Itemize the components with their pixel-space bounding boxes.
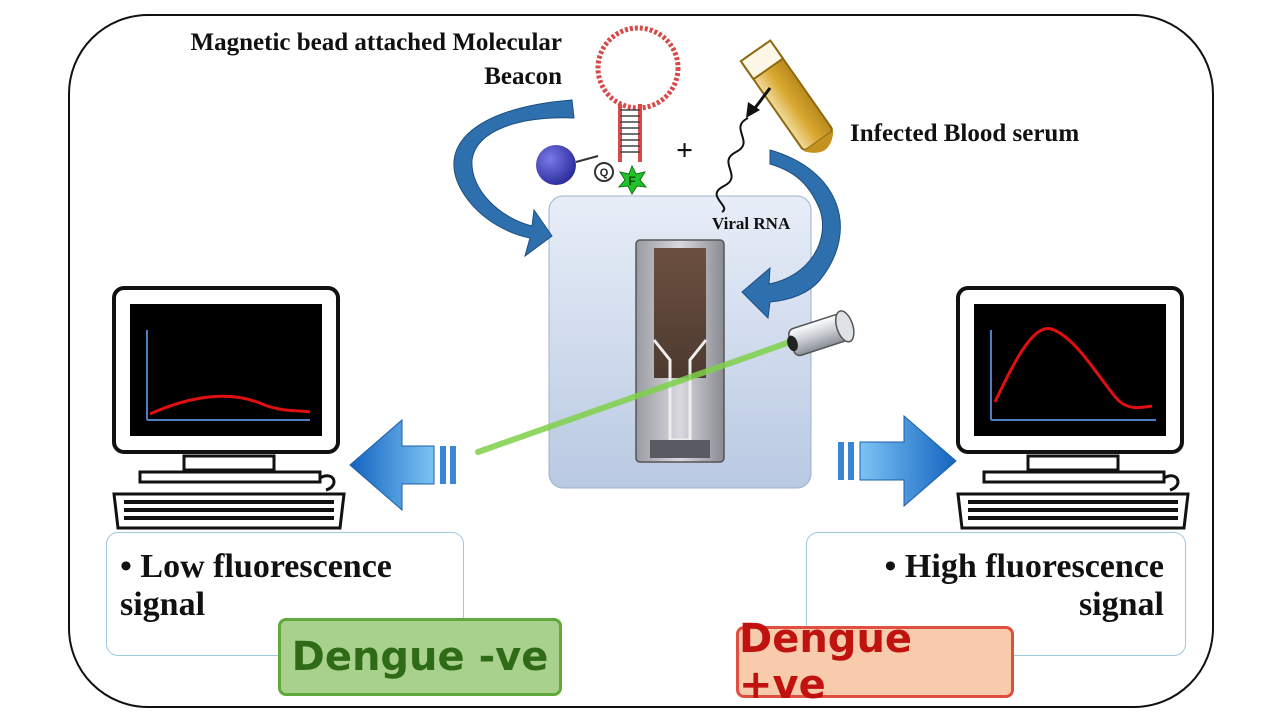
negative-result-arrow [349,418,456,512]
computer-monitor-icon [112,286,346,530]
laser-beam [475,339,793,455]
fluorophore-label: F [628,174,635,188]
viral-rna-icon [715,117,749,213]
positive-result-arrow [838,414,957,508]
rna-pointer-head [746,102,760,118]
beacon-curved-arrow [453,99,575,258]
magnetic-bead-icon [536,145,576,185]
beacon-label: Magnetic bead attached Molecular Beacon [190,29,562,90]
dengue-positive-badge: Dengue +ve [736,616,1014,708]
quencher-label: Q [600,167,609,179]
plus-sign: + [676,134,694,167]
serum-curved-arrow [741,149,841,320]
computer-monitor-icon [956,286,1190,530]
low-fluorescence-text: • Low fluorescence signal [120,548,392,623]
bead-linker [575,155,599,163]
test-tube-icon [739,39,834,153]
molecular-beacon-icon [595,25,681,162]
quencher-icon [594,162,614,182]
cuvette-icon [635,239,725,463]
high-fluorescence-text: • High fluorescence signal [884,548,1164,623]
dengue-negative-badge: Dengue -ve [278,618,562,696]
laser-source-icon [787,310,855,357]
fluorophore-star-icon [617,164,648,196]
serum-label: Infected Blood serum [850,120,1080,147]
viral-rna-label: Viral RNA [712,214,791,233]
